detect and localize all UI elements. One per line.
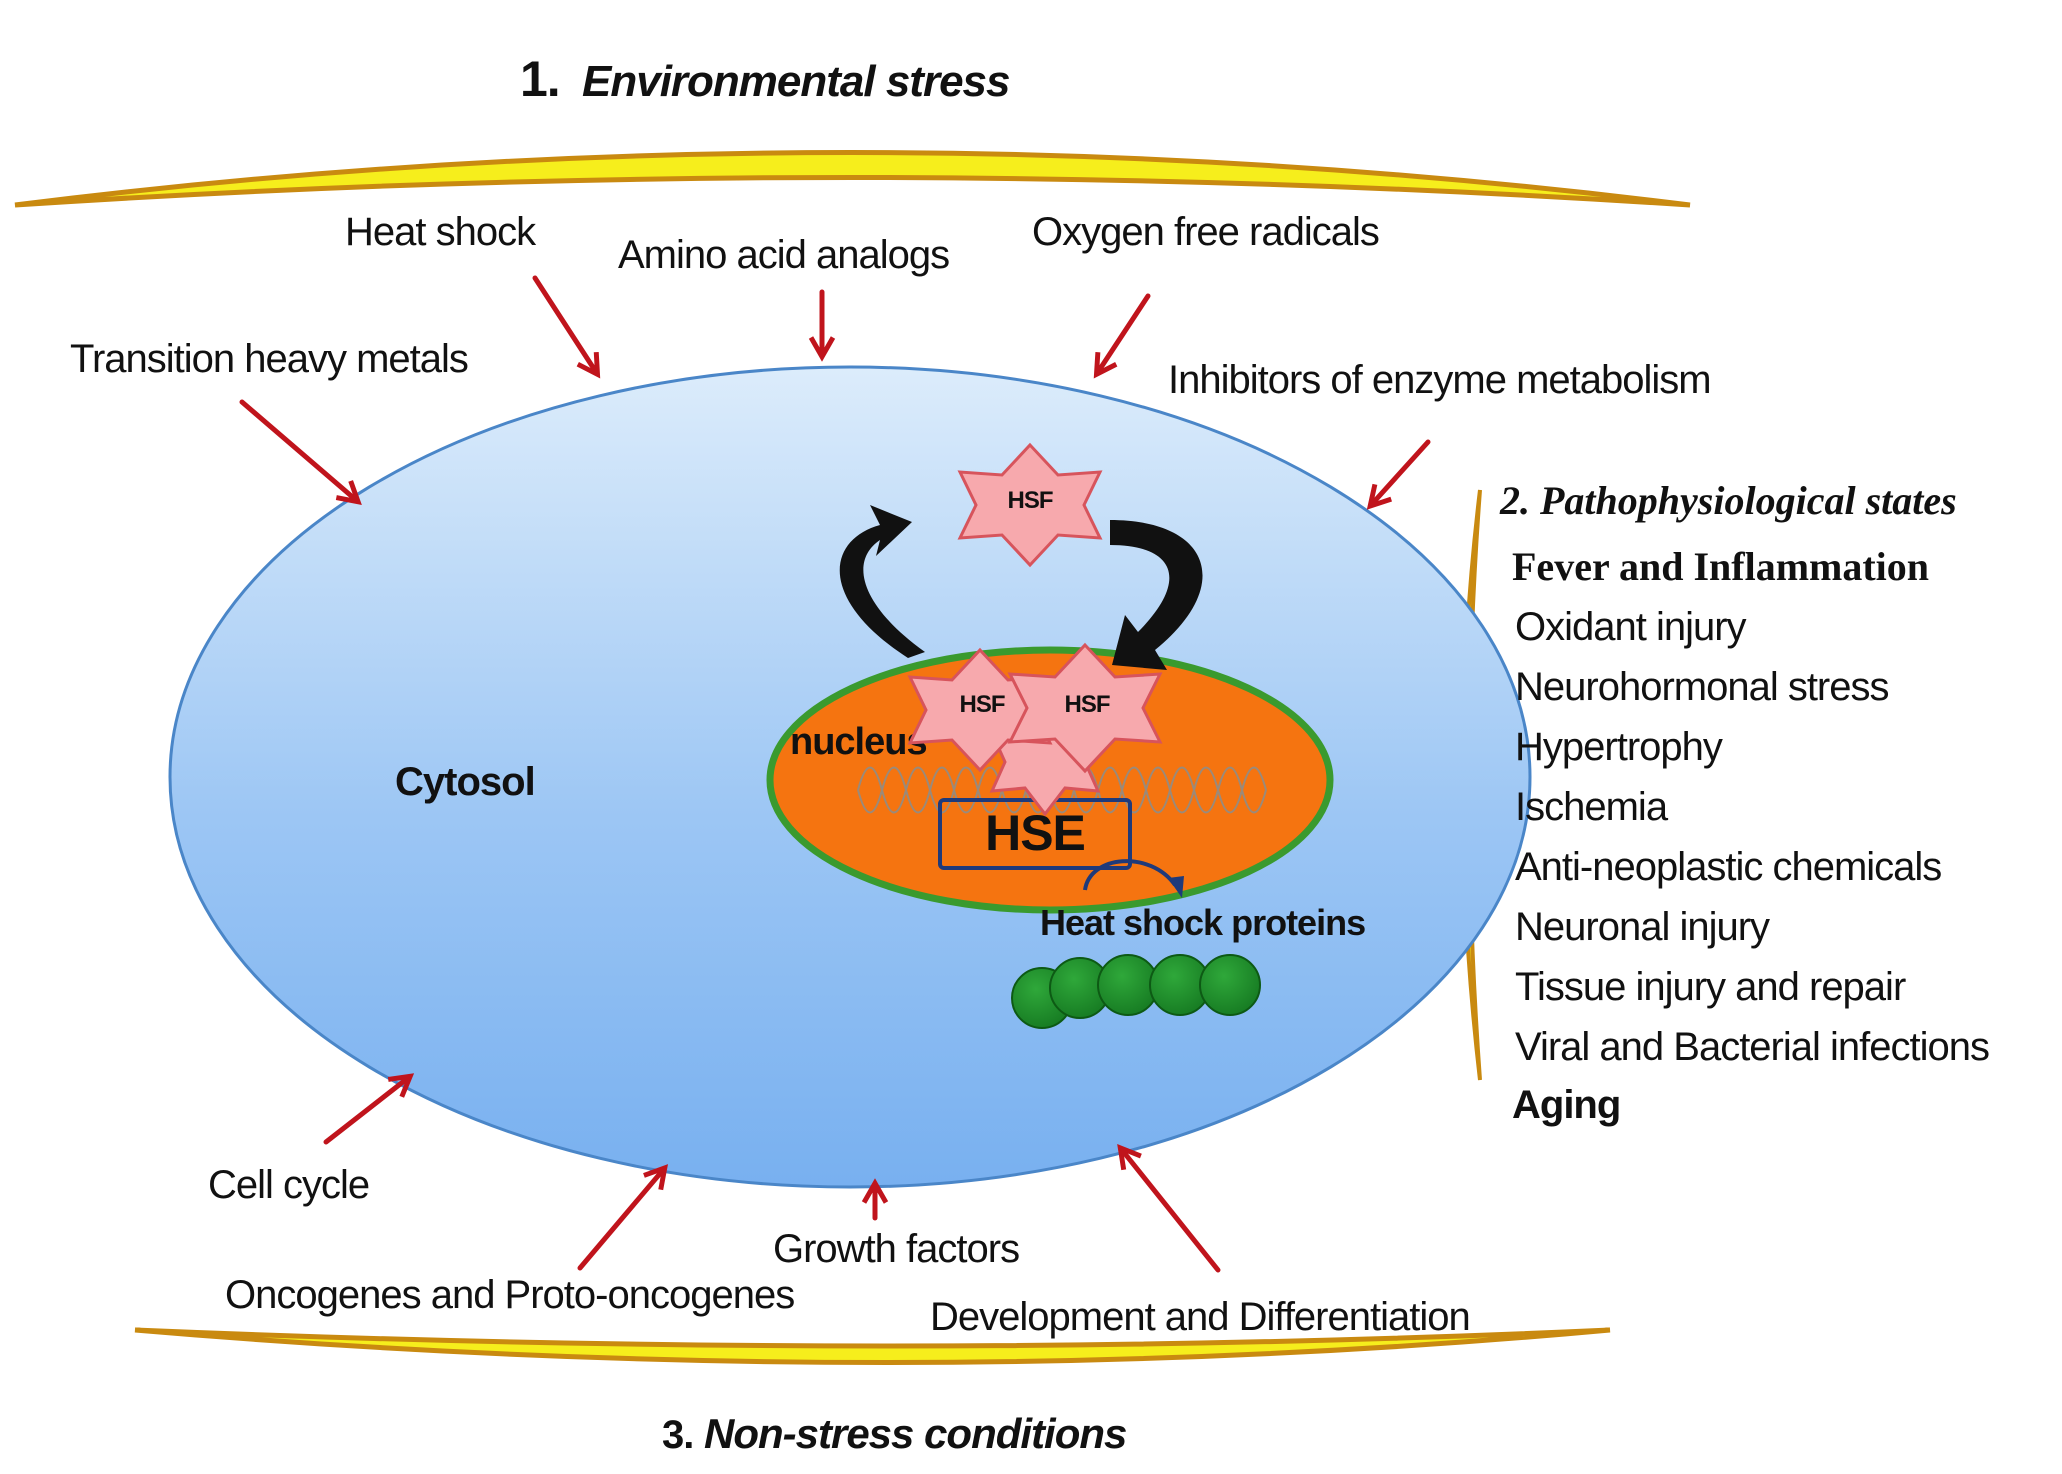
hsf-label-left: HSF [960, 691, 1005, 718]
env-label-oxygen-free-radicals: Oxygen free radicals [1032, 210, 1379, 254]
non-stress-number: 3. [662, 1413, 693, 1457]
arrow-hsf-to-nucleus [1110, 520, 1203, 670]
non-stress-title: Non-stress conditions [704, 1410, 1126, 1457]
arrow-heat-shock [532, 275, 601, 379]
patho-item-oxidant-injury: Oxidant injury [1515, 605, 1747, 649]
environmental-stress-band [14, 150, 1691, 208]
env-label-heat-shock: Heat shock [345, 210, 537, 254]
arrow-nucleus-to-hsf [839, 505, 925, 658]
env-label-inhibitors: Inhibitors of enzyme metabolism [1168, 358, 1711, 402]
nonstress-label-oncogenes: Oncogenes and Proto-oncogenes [225, 1273, 794, 1317]
patho-item-infections: Viral and Bacterial infections [1515, 1025, 1989, 1069]
hsf-monomer-label: HSF [1008, 487, 1053, 514]
env-label-amino-acid-analogs: Amino acid analogs [618, 233, 949, 277]
hsf-label-right: HSF [1065, 691, 1110, 718]
patho-item-tissue-injury: Tissue injury and repair [1515, 965, 1906, 1009]
patho-title: 2. Pathophysiological states [1499, 478, 1957, 523]
patho-item-hypertrophy: Hypertrophy [1515, 725, 1723, 769]
patho-item-neurohormonal: Neurohormonal stress [1515, 665, 1889, 709]
patho-item-ischemia: Ischemia [1515, 785, 1669, 829]
hsp-output-arrow [1083, 859, 1177, 891]
patho-item-aging: Aging [1512, 1083, 1620, 1127]
hsf-monomer: HSF [957, 442, 1103, 568]
non-stress-band [134, 1327, 1611, 1365]
heat-shock-protein-beads [1011, 954, 1261, 1029]
cytosol-label: Cytosol [395, 760, 535, 804]
stress-arrows [239, 275, 1431, 1273]
hsp-output-arrowhead [1168, 876, 1184, 898]
arrow-heavy-metals [239, 399, 362, 506]
hsp-bead [1199, 954, 1261, 1016]
nucleus-label: nucleus [790, 721, 927, 763]
arrow-inhibitors [1366, 439, 1431, 510]
patho-item-neuronal-injury: Neuronal injury [1515, 905, 1770, 949]
nonstress-label-growth-factors: Growth factors [773, 1227, 1019, 1271]
hsf-cycle-arrows [839, 505, 1203, 670]
hsf-star-right [1007, 642, 1163, 774]
environmental-stress-number: 1. [520, 51, 560, 107]
arrow-cell-cycle [323, 1073, 415, 1145]
arrow-oxygen [1093, 293, 1151, 379]
arrow-development [1117, 1143, 1221, 1273]
nonstress-label-development: Development and Differentiation [930, 1295, 1470, 1339]
environmental-stress-title: Environmental stress [582, 57, 1010, 106]
env-label-transition-heavy-metals: Transition heavy metals [70, 337, 468, 381]
arrow-oncogenes [577, 1164, 669, 1271]
hsf-trimer: HSF HSF [907, 642, 1163, 817]
hse-label: HSE [985, 805, 1085, 861]
nonstress-label-cell-cycle: Cell cycle [208, 1163, 369, 1207]
patho-item-fever: Fever and Inflammation [1512, 544, 1929, 589]
patho-item-anti-neoplastic: Anti-neoplastic chemicals [1515, 845, 1941, 889]
heat-shock-proteins-label: Heat shock proteins [1040, 902, 1365, 943]
